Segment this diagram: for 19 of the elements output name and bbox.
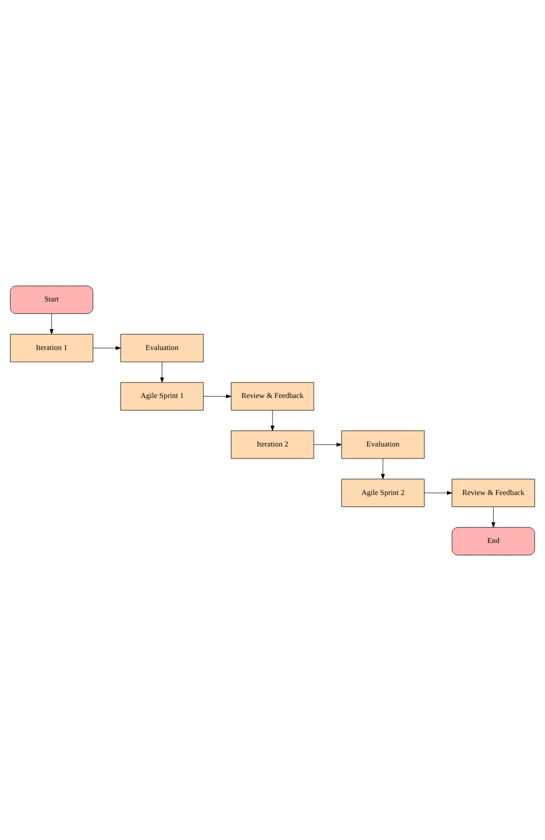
node-box: Iteration 1 [10, 333, 94, 362]
node-box: Evaluation [120, 333, 204, 362]
node-box: End [452, 526, 535, 555]
arrow [314, 442, 342, 446]
node-box: Evaluation [341, 430, 425, 458]
arrow [92, 346, 121, 350]
node-box: Agile Sprint 2 [341, 478, 425, 507]
arrow [203, 394, 232, 398]
arrow [50, 312, 54, 334]
node-box: Iteration 2 [230, 430, 314, 458]
arrow [381, 458, 385, 479]
arrow [160, 361, 164, 382]
node-box: Review & Feedback [230, 382, 314, 410]
arrow [491, 506, 496, 528]
node-box: Review & Feedback [452, 478, 535, 507]
arrow [270, 410, 274, 430]
arrow [424, 490, 452, 494]
node-box: Agile Sprint 1 [120, 382, 204, 410]
node-box: Start [10, 285, 94, 314]
